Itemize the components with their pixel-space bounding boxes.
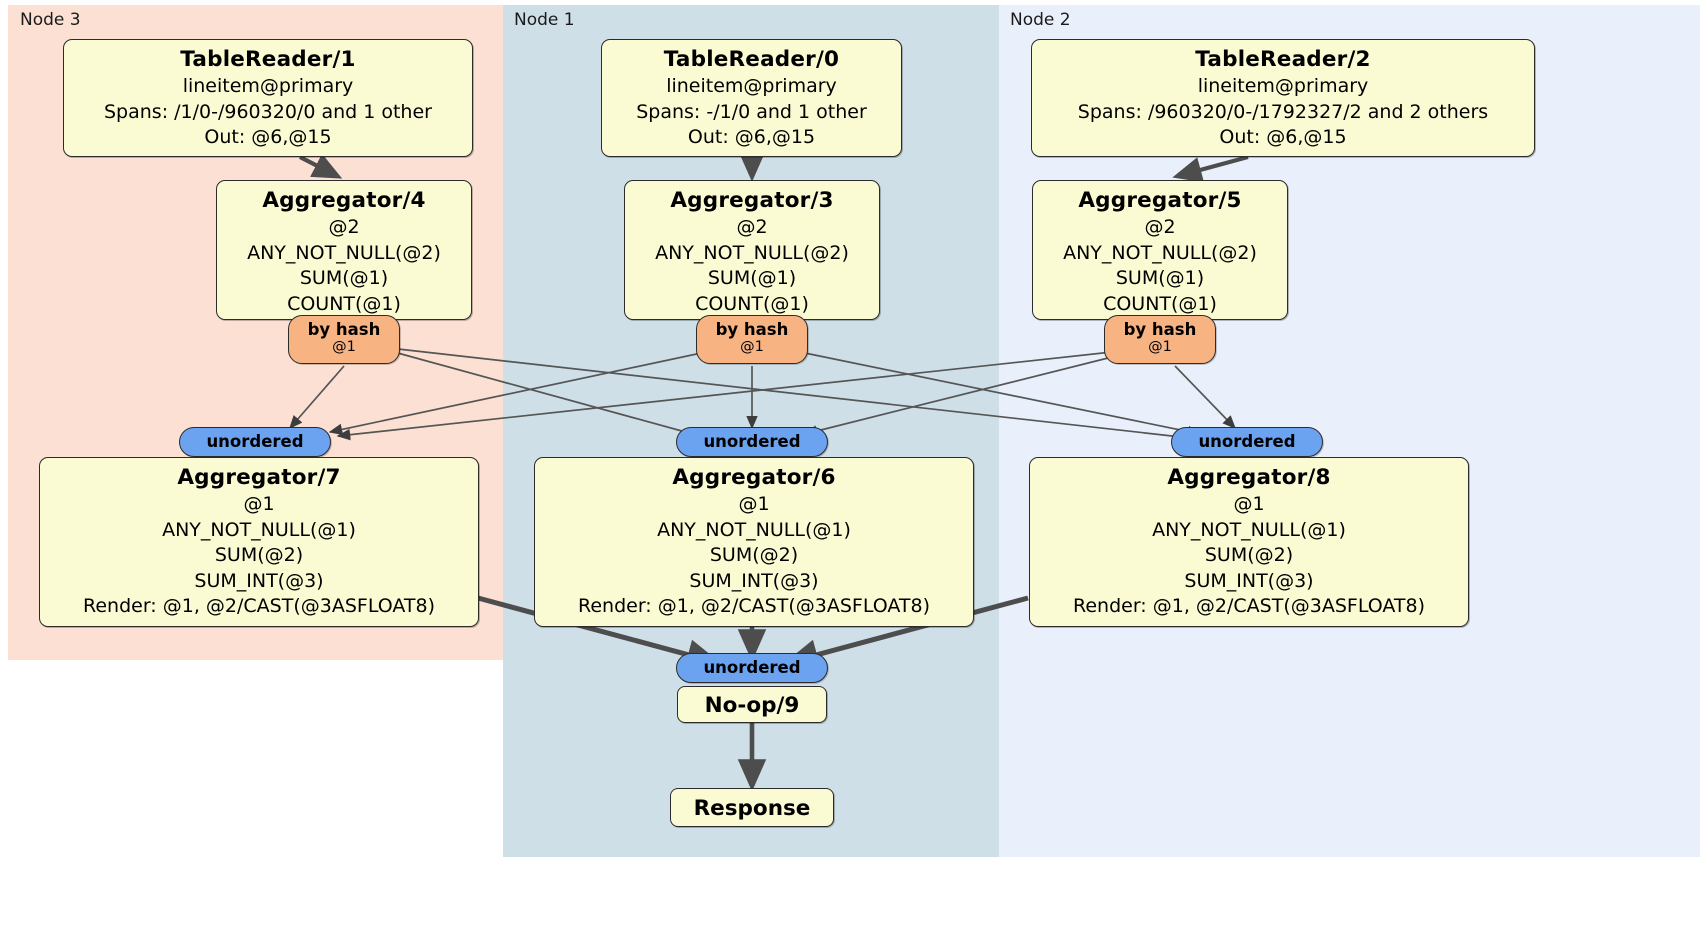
processor-line: lineitem@primary — [182, 75, 354, 97]
processor-title: No-op/9 — [704, 693, 800, 718]
router-label: unordered — [703, 658, 801, 677]
router-unordered-aggregator-7[interactable]: unordered — [179, 427, 331, 457]
processor-title: TableReader/1 — [180, 47, 356, 72]
processor-line: Spans: /960320/0-/1792327/2 and 2 others — [1077, 100, 1489, 123]
processor-noop-9[interactable]: No-op/9 — [677, 686, 827, 723]
processor-title: Aggregator/4 — [262, 188, 426, 213]
processor-aggregator-3[interactable]: Aggregator/3 @2 ANY_NOT_NULL(@2) SUM(@1)… — [624, 180, 880, 320]
processor-title: Aggregator/8 — [1167, 465, 1331, 490]
node-label-node3: Node 3 — [20, 10, 81, 30]
processor-title: Response — [693, 796, 811, 821]
processor-line: ANY_NOT_NULL(@1) — [162, 518, 356, 541]
processor-line: Out: @6,@15 — [204, 126, 332, 148]
router-unordered-final[interactable]: unordered — [676, 653, 828, 683]
processor-aggregator-5[interactable]: Aggregator/5 @2 ANY_NOT_NULL(@2) SUM(@1)… — [1032, 180, 1288, 320]
processor-line: ANY_NOT_NULL(@2) — [655, 241, 849, 264]
router-unordered-aggregator-6[interactable]: unordered — [676, 427, 828, 457]
processor-line: Render: @1, @2/CAST(@3ASFLOAT8) — [578, 595, 930, 617]
router-sublabel: @1 — [740, 339, 764, 355]
router-sublabel: @1 — [1148, 339, 1172, 355]
router-label: unordered — [1198, 432, 1296, 451]
processor-line: Render: @1, @2/CAST(@3ASFLOAT8) — [1073, 595, 1425, 617]
processor-line: SUM(@1) — [299, 267, 389, 289]
processor-title: TableReader/2 — [1195, 47, 1371, 72]
router-unordered-aggregator-8[interactable]: unordered — [1171, 427, 1323, 457]
node-label-node1: Node 1 — [514, 10, 575, 30]
processor-line: COUNT(@1) — [695, 292, 809, 315]
processor-title: Aggregator/7 — [177, 465, 341, 490]
node-label-node2: Node 2 — [1010, 10, 1071, 30]
processor-line: COUNT(@1) — [1103, 292, 1217, 315]
router-label: by hash — [307, 320, 381, 339]
processor-line: ANY_NOT_NULL(@2) — [1063, 241, 1257, 264]
processor-line: @2 — [328, 216, 360, 238]
processor-line: SUM(@2) — [1204, 544, 1294, 566]
processor-line: ANY_NOT_NULL(@1) — [1152, 518, 1346, 541]
router-by-hash-aggregator-3[interactable]: by hash @1 — [696, 315, 808, 364]
processor-line: Out: @6,@15 — [687, 126, 816, 148]
processor-line: SUM(@1) — [707, 267, 797, 289]
processor-tablereader-0[interactable]: TableReader/0 lineitem@primary Spans: -/… — [601, 39, 902, 157]
router-label: by hash — [715, 320, 789, 339]
processor-title: Aggregator/5 — [1078, 188, 1242, 213]
processor-aggregator-6[interactable]: Aggregator/6 @1 ANY_NOT_NULL(@1) SUM(@2)… — [534, 457, 974, 627]
processor-line: SUM(@1) — [1115, 267, 1205, 289]
processor-line: Render: @1, @2/CAST(@3ASFLOAT8) — [83, 595, 435, 617]
processor-title: Aggregator/6 — [672, 465, 836, 490]
router-by-hash-aggregator-5[interactable]: by hash @1 — [1104, 315, 1216, 364]
processor-aggregator-7[interactable]: Aggregator/7 @1 ANY_NOT_NULL(@1) SUM(@2)… — [39, 457, 479, 627]
processor-response[interactable]: Response — [670, 788, 834, 827]
router-sublabel: @1 — [332, 339, 356, 355]
router-by-hash-aggregator-4[interactable]: by hash @1 — [288, 315, 400, 364]
processor-line: @2 — [736, 216, 768, 238]
processor-tablereader-1[interactable]: TableReader/1 lineitem@primary Spans: /1… — [63, 39, 473, 157]
processor-line: SUM_INT(@3) — [1184, 569, 1314, 592]
processor-aggregator-4[interactable]: Aggregator/4 @2 ANY_NOT_NULL(@2) SUM(@1)… — [216, 180, 472, 320]
processor-line: SUM_INT(@3) — [689, 569, 819, 592]
processor-tablereader-2[interactable]: TableReader/2 lineitem@primary Spans: /9… — [1031, 39, 1535, 157]
processor-line: ANY_NOT_NULL(@1) — [657, 518, 851, 541]
router-label: unordered — [703, 432, 801, 451]
processor-line: @2 — [1144, 216, 1176, 238]
processor-line: SUM(@2) — [214, 544, 304, 566]
processor-line: @1 — [738, 493, 770, 515]
processor-aggregator-8[interactable]: Aggregator/8 @1 ANY_NOT_NULL(@1) SUM(@2)… — [1029, 457, 1469, 627]
processor-title: TableReader/0 — [663, 47, 840, 72]
router-label: unordered — [206, 432, 304, 451]
router-label: by hash — [1123, 320, 1197, 339]
processor-line: @1 — [1233, 493, 1265, 515]
processor-line: ANY_NOT_NULL(@2) — [247, 241, 441, 264]
processor-line: SUM(@2) — [709, 544, 799, 566]
processor-line: lineitem@primary — [666, 75, 837, 97]
processor-line: @1 — [243, 493, 275, 515]
processor-line: COUNT(@1) — [287, 292, 401, 315]
processor-line: Out: @6,@15 — [1219, 126, 1347, 148]
processor-line: Spans: -/1/0 and 1 other — [636, 100, 867, 123]
processor-line: SUM_INT(@3) — [194, 569, 324, 592]
processor-line: Spans: /1/0-/960320/0 and 1 other — [104, 100, 432, 123]
processor-title: Aggregator/3 — [670, 188, 834, 213]
processor-line: lineitem@primary — [1197, 75, 1369, 97]
